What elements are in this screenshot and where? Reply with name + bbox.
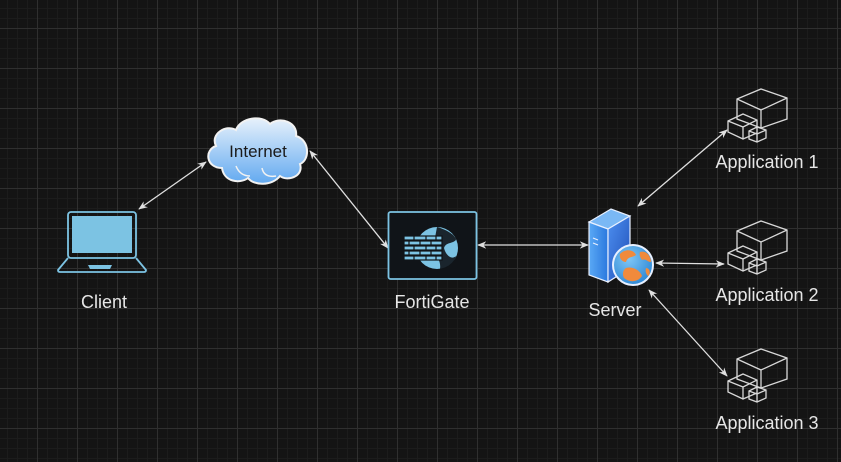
app1-node[interactable] xyxy=(727,88,788,143)
laptop-icon xyxy=(57,211,147,273)
app2-label: Application 2 xyxy=(715,285,819,305)
app1-label: Application 1 xyxy=(715,152,819,172)
internet-label: Internet xyxy=(229,142,287,161)
internet-node[interactable]: Internet xyxy=(207,117,308,185)
server-label: Server xyxy=(588,300,642,320)
app3-label: Application 3 xyxy=(715,413,819,433)
fortigate-node[interactable] xyxy=(387,211,478,280)
cubes-icon xyxy=(727,348,788,403)
web-server-icon xyxy=(587,208,654,286)
edge-server-app1[interactable] xyxy=(637,129,728,207)
app3-node[interactable] xyxy=(727,348,788,403)
firewall-icon xyxy=(387,211,478,280)
connectors xyxy=(138,129,728,377)
cloud-icon xyxy=(207,117,308,185)
app2-node[interactable] xyxy=(727,220,788,275)
edge-server-app2[interactable] xyxy=(655,259,725,268)
server-node[interactable] xyxy=(587,208,654,286)
edge-client-internet[interactable] xyxy=(138,161,207,210)
cubes-icon xyxy=(727,220,788,275)
edge-internet-fortigate[interactable] xyxy=(309,150,389,249)
client-label: Client xyxy=(80,292,128,312)
fortigate-label: FortiGate xyxy=(394,292,470,312)
cubes-icon xyxy=(727,88,788,143)
edge-server-app3[interactable] xyxy=(648,289,728,377)
client-node[interactable] xyxy=(57,211,147,273)
